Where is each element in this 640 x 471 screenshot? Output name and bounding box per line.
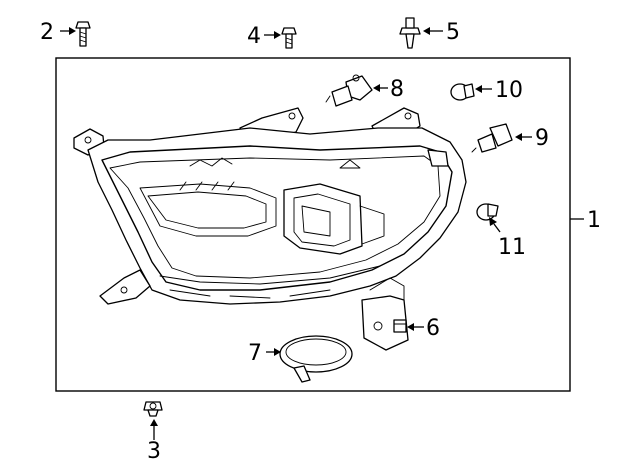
callout-3: 3 xyxy=(147,439,161,464)
part-11-bulb[interactable] xyxy=(476,203,499,221)
part-9-bulb[interactable] xyxy=(471,123,513,153)
callout-labels: 1 2 3 4 5 6 7 8 9 10 11 xyxy=(40,20,601,464)
callout-5: 5 xyxy=(446,20,460,45)
assembly-frame xyxy=(55,57,571,392)
leader-lines xyxy=(60,27,584,440)
headlamp-assembly[interactable] xyxy=(73,107,467,351)
part-2-bolt[interactable] xyxy=(75,21,91,47)
callout-8: 8 xyxy=(390,77,404,102)
callout-6: 6 xyxy=(426,316,440,341)
part-3-nut[interactable] xyxy=(143,401,163,417)
callout-1: 1 xyxy=(587,208,601,233)
part-7-cover[interactable] xyxy=(279,335,353,383)
part-5-clip[interactable] xyxy=(399,17,421,49)
part-10-bulb[interactable] xyxy=(450,83,475,101)
callout-10: 10 xyxy=(495,78,523,103)
part-6-clip[interactable] xyxy=(393,319,407,333)
part-4-bolt[interactable] xyxy=(281,27,297,49)
callout-11: 11 xyxy=(498,235,526,260)
part-8-bulb[interactable] xyxy=(325,74,373,107)
callout-7: 7 xyxy=(248,341,262,366)
callout-2: 2 xyxy=(40,20,54,45)
callout-4: 4 xyxy=(247,24,261,49)
callout-9: 9 xyxy=(535,126,549,151)
